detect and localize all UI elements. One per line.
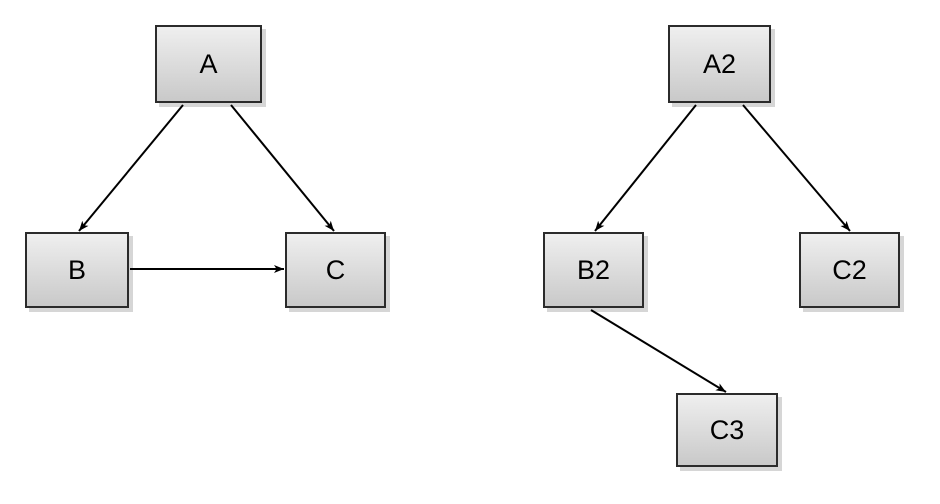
node-b[interactable]: B xyxy=(25,232,129,308)
node-a2[interactable]: A2 xyxy=(668,25,771,103)
edge-a-b xyxy=(78,104,184,232)
edge-a-c xyxy=(230,104,335,232)
node-label: B2 xyxy=(576,254,611,285)
node-c[interactable]: C xyxy=(285,232,386,308)
node-c3[interactable]: C3 xyxy=(676,393,778,467)
node-label: C xyxy=(325,254,346,285)
node-label: A2 xyxy=(702,48,737,79)
node-label: A xyxy=(199,48,218,79)
node-label: C3 xyxy=(709,414,745,445)
node-b2[interactable]: B2 xyxy=(543,232,644,308)
edge-b2-c3 xyxy=(590,309,727,393)
node-a[interactable]: A xyxy=(155,25,262,103)
node-label: B xyxy=(67,254,86,285)
node-label: C2 xyxy=(832,254,867,285)
edge-a2-c2 xyxy=(742,104,851,232)
node-c2[interactable]: C2 xyxy=(799,232,900,308)
edge-a2-b2 xyxy=(594,104,697,232)
edges-group xyxy=(78,104,851,393)
